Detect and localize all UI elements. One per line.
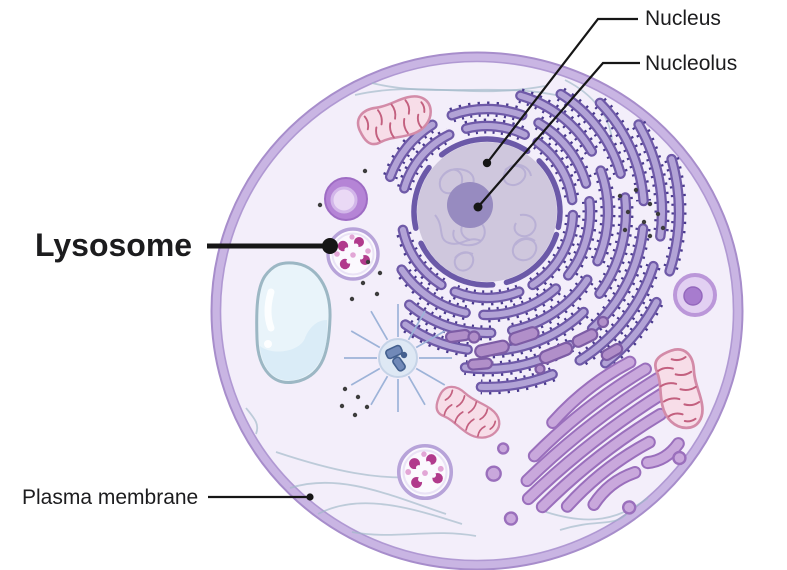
plasma-membrane-pointer-dot xyxy=(306,493,314,501)
lysosome-1 xyxy=(326,227,380,281)
centrosome xyxy=(344,304,452,412)
nucleus xyxy=(411,136,563,288)
plasma-membrane-label: Plasma membrane xyxy=(22,486,199,509)
nucleolus xyxy=(447,182,493,228)
nucleus-leader-line xyxy=(486,17,638,164)
peroxisome-1 xyxy=(324,177,368,221)
nucleolus-leader-line xyxy=(477,61,640,208)
centrioles xyxy=(385,344,408,372)
nucleus-pointer-dot xyxy=(482,158,492,168)
rough-endoplasmic-reticulum xyxy=(383,87,687,395)
vacuole xyxy=(255,261,332,384)
lysosome-2 xyxy=(396,443,454,501)
nucleolus-pointer-dot xyxy=(473,202,483,212)
smooth-er-vesicles xyxy=(444,315,624,375)
cytoskeleton-filaments xyxy=(245,79,649,537)
chromatin xyxy=(434,163,538,272)
leader-lines xyxy=(207,17,640,501)
nucleus-label: Nucleus xyxy=(645,7,721,30)
free-ribosomes xyxy=(317,168,666,418)
lysosome-pointer-dot xyxy=(322,238,338,254)
nuclear-envelope xyxy=(411,136,563,288)
peroxisome-2 xyxy=(673,273,717,317)
lysosome-label: Lysosome xyxy=(35,227,193,263)
nucleolus-label: Nucleolus xyxy=(645,52,738,75)
golgi-apparatus xyxy=(485,355,696,526)
